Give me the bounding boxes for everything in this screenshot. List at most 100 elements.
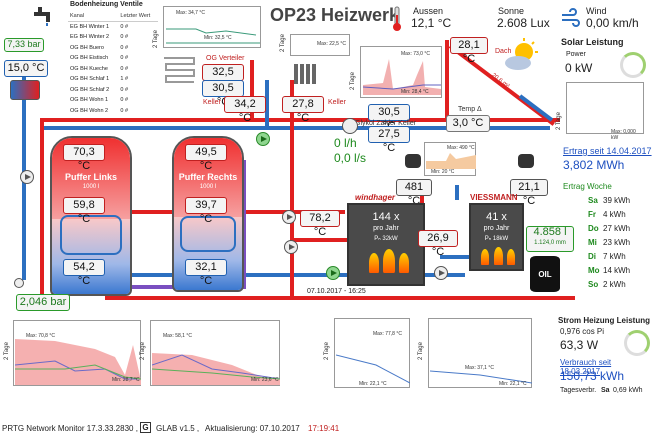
mini-chart-puffer-links[interactable]: Max: 70,8 °C Min: 28,7 °C (13, 320, 141, 386)
boiler2-supply[interactable]: 26,9 °C (418, 230, 458, 258)
boiler2-out[interactable]: 21,1 °C (510, 179, 548, 207)
week-value: 4 kWh (603, 210, 626, 219)
strom-power[interactable]: 63,3 W (560, 338, 599, 352)
mini-chart-keller[interactable]: Max: 22,5 °C (290, 34, 350, 56)
windhager-logo: windhager (355, 193, 396, 202)
aussen-value[interactable]: 12,1 °C (411, 16, 452, 30)
pipe-blue-bottom (105, 273, 465, 277)
tagesverbr-value: 0,69 kWh (613, 387, 643, 394)
pump-bottom[interactable] (326, 266, 340, 280)
tank-left-t1[interactable]: 70,3 °C (63, 144, 105, 172)
oil-value[interactable]: 4.858 l 1.124,0 mm (526, 226, 574, 252)
coil-left (60, 215, 122, 255)
keller-right-value[interactable]: 27,8 °C (282, 96, 324, 124)
sonne-label: Sonne (498, 6, 525, 16)
boiler1-out[interactable]: 481 °C (396, 179, 432, 207)
heat-exchanger-icon (10, 80, 40, 100)
solar-power-label: Power (566, 51, 586, 58)
temp-delta-label: Temp Δ (458, 106, 482, 113)
keller-right-label: Keller (328, 99, 346, 106)
pump-solar[interactable] (256, 132, 270, 146)
temp-top-value[interactable]: 15,0 °C (4, 60, 48, 77)
pressure-top-value[interactable]: 7,33 bar (4, 38, 44, 52)
week-value: 14 kWh (603, 266, 631, 275)
verbrauch-link[interactable]: Verbrauch seit 18.03.2017 (560, 358, 612, 376)
wind-label: Wind (586, 6, 607, 16)
week-value: 23 kWh (603, 238, 631, 247)
tank-left-t2[interactable]: 59,8 °C (63, 197, 105, 225)
glab-logo-icon: G (140, 422, 151, 433)
pipe-blue-stub (455, 185, 459, 200)
dach-value[interactable]: 28,1 °C (450, 37, 488, 65)
gauge-bottom-icon (14, 278, 24, 288)
pump-left[interactable] (20, 170, 34, 184)
tank-right-t1[interactable]: 49,5 °C (185, 144, 227, 172)
solar-power-value[interactable]: 0 kW (565, 61, 593, 75)
ertrag-link[interactable]: Ertrag seit 14.04.2017 (563, 146, 652, 156)
glykol-value-2[interactable]: 27,5 °C (368, 126, 410, 154)
tagesverbr-day: Sa (601, 387, 610, 394)
flow-value-2[interactable]: 0,0 l/s (334, 151, 367, 165)
mini-chart-og[interactable]: Max: 34,7 °C Min: 32,5 °C (163, 6, 261, 48)
boiler1-supply[interactable]: 78,2 °C (300, 210, 340, 238)
week-day: Mo (588, 266, 600, 275)
mini-chart-boiler2[interactable]: Max: 37,1 °C Min: 22,1 °C (428, 318, 532, 388)
solar-gauge-icon (620, 52, 646, 78)
flow-value-1[interactable]: 0 l/h (334, 136, 357, 150)
boiler-1[interactable]: 144 x pro Jahr Pₙ 32kW (347, 203, 425, 286)
wind-value[interactable]: 0,00 km/h (586, 16, 639, 30)
viessmann-logo: VIESSMANN (470, 193, 518, 202)
tank-right-t2[interactable]: 39,7 °C (185, 197, 227, 225)
boiler1-timestamp: 07.10.2017 - 16:25 (307, 288, 366, 295)
boiler-2[interactable]: 41 x pro Jahr Pₙ 18kW (469, 203, 524, 271)
footer: PRTG Network Monitor 17.3.33.2830 , G GL… (0, 422, 653, 436)
tagesverbr-label: Tagesverbr. (560, 387, 597, 394)
tank-right-t3[interactable]: 32,1 °C (185, 259, 227, 287)
pump-boiler1[interactable] (284, 240, 298, 254)
glykol-label: Glykol Zähler Keller (355, 120, 417, 127)
og-verteiler-label: OG Verteiler (206, 55, 245, 62)
aussen-label: Aussen (413, 6, 444, 16)
footer-time: 17:19:41 (308, 424, 340, 433)
mini-chart-puffer-rechts[interactable]: Max: 58,1 °C Min: 23,6 °C (150, 320, 280, 386)
ertrag-value: 3,802 MWh (563, 158, 625, 172)
pump-mid[interactable] (282, 210, 296, 224)
pipe-purple-vertical (242, 160, 246, 289)
pipe-red-boiler (290, 238, 350, 242)
keller-left-value[interactable]: 34,2 °C (224, 96, 266, 124)
mini-chart-abgas[interactable]: Max: 490 °C Min: 20 °C (424, 142, 476, 176)
pump-boiler2[interactable] (434, 266, 448, 280)
sonne-value[interactable]: 2.608 Lux (497, 16, 550, 30)
og-value-2[interactable]: 30,5 °C (202, 80, 244, 108)
temp-delta-value[interactable]: 3,0 °C (446, 115, 490, 132)
woche-title: Ertrag Woche (563, 182, 612, 191)
mini-chart-solar[interactable]: Max: 0,000 kW (566, 82, 644, 141)
og-value-1[interactable]: 32,5 °C (202, 64, 244, 92)
pipe-red-solar-up (445, 40, 449, 122)
week-value: 27 kWh (603, 224, 631, 233)
footer-app[interactable]: PRTG Network Monitor 17.3.33.2830 , (2, 424, 138, 433)
valve-col-wert: Letzter Wert (118, 11, 158, 22)
week-day: So (588, 280, 599, 289)
valve-col-kanal: Kanal (68, 11, 119, 22)
glykol-value-1[interactable]: 30,5 °C (368, 104, 410, 132)
mini-chart-puffer[interactable]: Max: 73,0 °C Min: 28,4 °C (360, 46, 442, 98)
dach-label: Dach (495, 48, 512, 55)
mini-chart-boiler1[interactable]: Max: 77,8 °C Min: 22,1 °C (334, 318, 410, 388)
pressure-bottom-value[interactable]: 2,046 bar (16, 294, 70, 311)
strom-title: Strom Heizung Leistung (558, 316, 650, 325)
footer-glab: GLAB v1.5 , (156, 424, 200, 433)
radiator-icon (293, 62, 321, 86)
tank-left-t3[interactable]: 54,2 °C (63, 259, 105, 287)
pipe-red-top (40, 118, 560, 122)
oil-tank-icon: OIL (530, 256, 560, 292)
pipe-blue-vertical-mid (265, 80, 269, 130)
pipe-red-vertical-mid (290, 80, 294, 300)
